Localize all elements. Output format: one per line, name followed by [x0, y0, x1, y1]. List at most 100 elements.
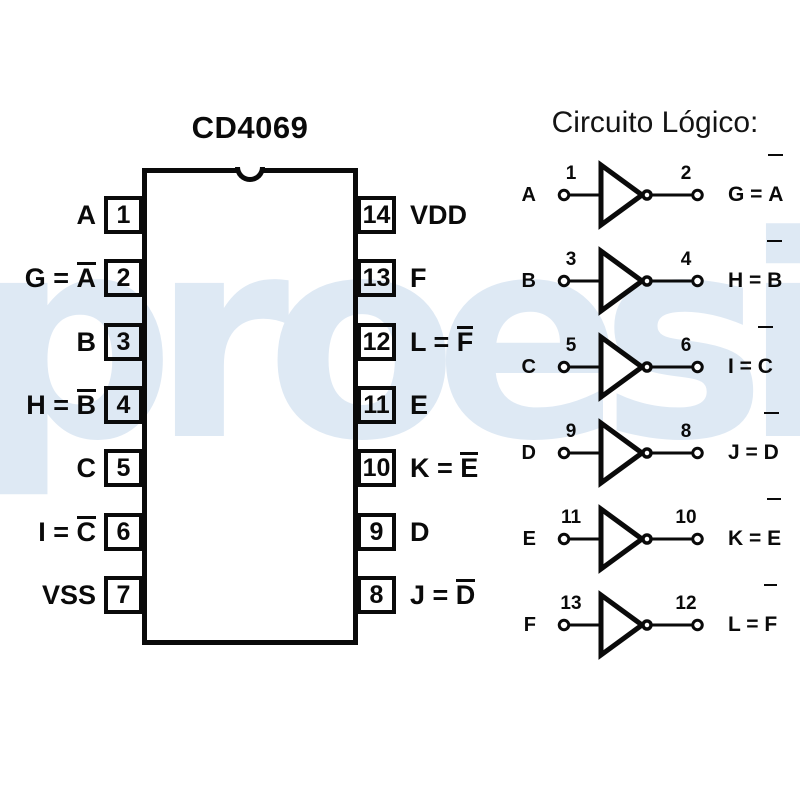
output-terminal-icon — [691, 532, 704, 546]
gate-output-text: H = — [728, 269, 768, 292]
pin-label-text: G = — [24, 263, 77, 293]
gate-output-label: K = E — [728, 496, 782, 582]
pin-label-text: F — [410, 263, 427, 293]
pin-number: 4 — [116, 390, 131, 419]
pin-label-text: VSS — [41, 580, 96, 610]
inverter-gate-icon — [557, 590, 704, 660]
pin-label-overlined: C — [76, 513, 96, 551]
gate-output-overlined: E — [767, 496, 782, 582]
pin-label-text: J = — [410, 580, 456, 610]
inverter-gate-row: E 11 10 K = E — [510, 496, 800, 582]
pin-number: 6 — [116, 517, 131, 546]
gate-input-pin-number: 1 — [565, 163, 577, 184]
input-terminal-icon — [557, 188, 571, 202]
inverter-gate-icon — [557, 504, 704, 574]
gate-output-text: G = — [728, 183, 769, 206]
pin-label: C — [18, 449, 97, 487]
inverter-triangle-icon — [598, 160, 647, 230]
inverter-bubble-icon — [641, 189, 653, 201]
inverter-gate-icon — [557, 332, 704, 402]
gate-input-label: A — [521, 184, 536, 206]
pin-row: A 1 — [18, 195, 178, 234]
pin-label-text: I = — [38, 516, 77, 547]
pin-label-overlined: A — [76, 259, 96, 297]
inverter-bubble-icon — [641, 619, 653, 631]
pin-box: 2 — [104, 259, 143, 297]
pin-box: 12 — [357, 322, 396, 361]
pin-row: 10 K = E — [357, 449, 607, 487]
gate-input-label: D — [521, 442, 536, 464]
inverter-gate-row: F 13 12 L = F — [510, 582, 800, 668]
gate-output-label: L = F — [728, 582, 777, 668]
gate-output-pin-number: 4 — [680, 249, 692, 270]
pin-box: 13 — [357, 259, 396, 297]
gate-input-label: F — [523, 614, 536, 636]
output-terminal-icon — [691, 274, 704, 288]
inverter-triangle-icon — [598, 418, 647, 488]
gate-input-pin-number: 11 — [560, 507, 582, 528]
pin-label-overlined: E — [460, 449, 479, 487]
inverter-gate-row: C 5 6 I = C — [510, 324, 800, 410]
inverter-bubble-icon — [641, 361, 653, 373]
gate-output-label: H = B — [728, 238, 783, 324]
pin-label-text: K = — [410, 453, 461, 483]
inverter-bubble-icon — [641, 447, 653, 459]
pin-label: I = C — [18, 513, 96, 551]
inverter-triangle-icon — [598, 246, 647, 316]
pin-box: 14 — [357, 195, 396, 234]
inverter-gate-icon — [557, 246, 704, 316]
inverter-bubble-icon — [641, 275, 653, 287]
inverter-gate-row: A 1 2 G = A — [510, 152, 800, 238]
gate-input-label: E — [522, 528, 536, 550]
pin-row: G = A 2 — [18, 259, 178, 297]
pin-box: 5 — [104, 449, 143, 487]
pin-row: VSS 7 — [18, 576, 178, 614]
inverter-gate-icon — [557, 418, 704, 488]
input-terminal-icon — [557, 532, 571, 546]
pin-label-text: H = — [26, 389, 77, 420]
pin-row: 8 J = D — [357, 576, 607, 614]
gate-output-pin-number: 10 — [675, 507, 697, 528]
gate-output-label: G = A — [728, 152, 784, 238]
pin-row: I = C 6 — [18, 512, 178, 551]
inverter-triangle-icon — [598, 504, 647, 574]
pin-label-text: A — [76, 199, 97, 230]
inverter-gate-row: B 3 4 H = B — [510, 238, 800, 324]
gate-output-pin-number: 8 — [680, 421, 692, 442]
pin-box: 8 — [357, 576, 396, 614]
pin-label: E — [410, 386, 428, 424]
gate-output-pin-number: 2 — [680, 163, 692, 184]
pin-box: 4 — [104, 385, 143, 424]
gate-output-overlined: D — [763, 410, 779, 496]
gate-input-label: C — [521, 356, 536, 378]
pin-number: 12 — [362, 327, 391, 356]
gate-output-pin-number: 12 — [675, 593, 697, 614]
pin-box: 6 — [104, 512, 143, 551]
output-terminal-icon — [691, 446, 704, 460]
inverter-gate-icon — [557, 160, 704, 230]
gate-output-text: J = — [728, 441, 764, 464]
inverter-triangle-icon — [598, 590, 647, 660]
pin-label: J = D — [410, 576, 475, 614]
pin-label-text: C — [76, 453, 97, 483]
gate-output-overlined: C — [757, 324, 774, 410]
gate-output-overlined: A — [768, 152, 784, 238]
input-terminal-icon — [557, 618, 571, 632]
pin-label: H = B — [18, 386, 96, 424]
pin-number: 8 — [369, 581, 384, 609]
output-terminal-icon — [691, 360, 704, 374]
gate-output-text: K = — [728, 527, 768, 550]
pin-label: B — [18, 323, 97, 361]
gate-output-pin-number: 6 — [680, 335, 692, 356]
gate-output-text: L = — [728, 613, 765, 636]
inverter-bubble-icon — [641, 533, 653, 545]
pin-box: 3 — [104, 322, 143, 361]
gate-input-label: B — [521, 270, 536, 292]
pin-label-text: E — [410, 389, 429, 420]
input-terminal-icon — [557, 446, 571, 460]
pin-number: 13 — [362, 264, 391, 292]
pin-label-overlined: F — [456, 323, 473, 361]
gate-input-pin-number: 9 — [565, 421, 577, 442]
pin-label-overlined: D — [455, 576, 475, 614]
pin-label-text: B — [76, 326, 97, 357]
